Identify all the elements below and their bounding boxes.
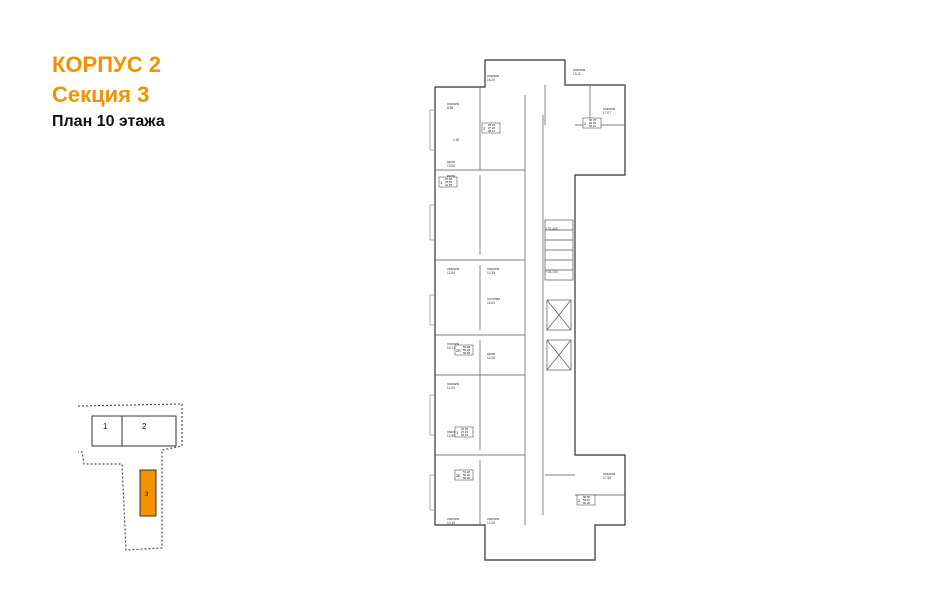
- building-title: КОРПУС 2: [52, 52, 161, 77]
- apartment-tag[interactable]: 1 32.68 35.55 41.55: [438, 176, 458, 188]
- keymap: 1 2 3: [77, 403, 183, 551]
- room-label: кухня: [447, 160, 455, 164]
- apartment-area: 37.33: [461, 430, 468, 434]
- dimension-label: 1.90: [453, 138, 459, 142]
- plan-outer-wall: [434, 59, 626, 561]
- apartment-area: 32.68: [445, 177, 452, 181]
- room-area: 12.84: [447, 271, 455, 275]
- apartment-area: 56.20: [463, 473, 470, 477]
- room-label: гостиная: [487, 297, 500, 301]
- apartment-rooms: 1: [440, 180, 443, 185]
- title-block: КОРПУС 2 Секция 3 План 10 этажа: [52, 50, 165, 134]
- room-label: спальня: [573, 68, 585, 72]
- room-label: спальня: [447, 430, 459, 434]
- apartment-rooms: 2: [483, 126, 486, 131]
- keymap-label-2: 2: [142, 422, 147, 431]
- room-area: 13.11: [573, 72, 581, 76]
- room-label: кухня: [487, 352, 495, 356]
- apartment-tag[interactable]: 2Е 53.28 56.20 56.00: [454, 469, 474, 481]
- room-label: спальня: [487, 517, 499, 521]
- room-label: спальня: [447, 517, 459, 521]
- room-area: 16.20: [487, 78, 495, 82]
- apartment-area: 36.15: [461, 433, 468, 437]
- section-title: Секция 3: [52, 82, 150, 107]
- room-area: 13.35: [487, 271, 495, 275]
- apartment-rooms: 2Е: [456, 473, 461, 478]
- room-area: 17.07: [603, 111, 611, 115]
- apartment-rooms: 2Е: [456, 348, 461, 353]
- apartment-area: 54.28: [463, 345, 470, 349]
- keymap-site-boundary: [77, 403, 183, 551]
- room-area: 11.04: [447, 386, 455, 390]
- room-label: спальня: [487, 267, 499, 271]
- room-area: 12.05: [487, 521, 495, 525]
- room-label: кухня: [447, 174, 455, 178]
- apartment-area: 35.34: [488, 123, 495, 127]
- apartment-area: 35.55: [445, 180, 452, 184]
- room-area: 17.55: [603, 476, 611, 480]
- apartment-tag[interactable]: 2 58.50 59.87 60.26: [576, 494, 596, 506]
- room-area: 10.35: [447, 521, 455, 525]
- room-label: спальня: [603, 472, 615, 476]
- apartment-area: 60.78: [589, 118, 596, 122]
- keymap-label-3: 3: [145, 492, 149, 498]
- room-label: спальня: [447, 267, 459, 271]
- room-area: 10.74: [447, 346, 455, 350]
- apartment-rooms: 1: [456, 430, 459, 435]
- elevation-label: +37.400: [546, 227, 558, 231]
- room-area: 14.26: [487, 356, 495, 360]
- apartment-rooms: 2: [578, 498, 581, 503]
- floor-title: План 10 этажа: [52, 113, 165, 130]
- apartment-tag[interactable]: 1 32.55 37.33 36.15: [454, 426, 474, 438]
- apartment-tag[interactable]: 2Е 54.28 55.20 56.09: [454, 344, 474, 356]
- apartment-area: 32.55: [461, 427, 468, 431]
- apartment-area: 60.22: [589, 124, 596, 128]
- room-label: спальня: [487, 74, 499, 78]
- apartment-area: 60.26: [583, 501, 590, 505]
- apartment-area: 37.20: [488, 126, 495, 130]
- apartment-area: 58.50: [583, 495, 590, 499]
- keymap-building-1-2: [91, 415, 177, 447]
- apartment-area: 53.28: [463, 470, 470, 474]
- apartment-area: 38.47: [488, 129, 495, 133]
- room-area: 8.86: [447, 106, 453, 110]
- floor-plan: спальня 16.20 спальня 13.11 спальня 8.86…: [429, 59, 626, 561]
- apartment-area: 56.00: [463, 476, 470, 480]
- keymap-section-3[interactable]: [139, 469, 157, 517]
- room-label: спальня: [447, 342, 459, 346]
- apartment-area: 59.87: [583, 498, 590, 502]
- apartment-area: 55.20: [463, 348, 470, 352]
- room-label: спальня: [447, 382, 459, 386]
- keymap-label-1: 1: [103, 422, 108, 431]
- apartment-tag[interactable]: 2 35.34 37.20 38.47: [481, 122, 501, 134]
- room-label: спальня: [447, 102, 459, 106]
- room-area: 12.55: [447, 434, 455, 438]
- room-area: 13.00: [447, 164, 455, 168]
- apartment-tag[interactable]: 2 60.78 60.90 60.22: [582, 117, 602, 129]
- apartment-area: 41.55: [445, 183, 452, 187]
- apartment-area: 56.09: [463, 351, 470, 355]
- room-label: спальня: [603, 107, 615, 111]
- apartment-area: 60.90: [589, 121, 596, 125]
- elevation-label: +34.100: [546, 270, 558, 274]
- room-area: 15.03: [487, 301, 495, 305]
- apartment-rooms: 2: [584, 121, 587, 126]
